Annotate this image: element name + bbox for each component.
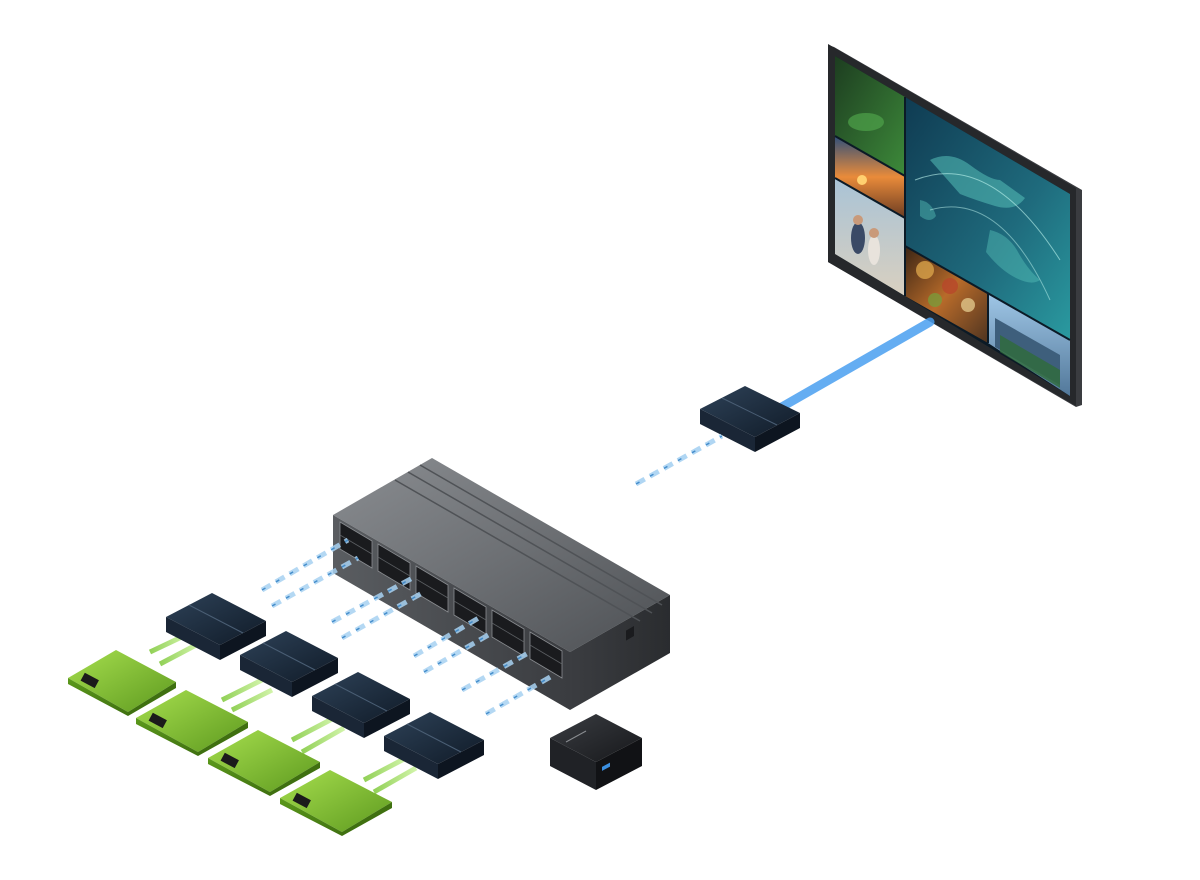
encoder-box-icon bbox=[166, 593, 266, 660]
source-device-icon bbox=[136, 690, 248, 756]
link-source-4 bbox=[362, 755, 408, 783]
link-source-2 bbox=[220, 677, 264, 703]
source-2 bbox=[136, 690, 248, 756]
link-encoder-3-b bbox=[422, 631, 492, 675]
network-switch bbox=[333, 458, 670, 710]
mini-pc-icon bbox=[550, 714, 642, 790]
source-device-icon bbox=[280, 770, 392, 836]
link-encoder-4-b bbox=[484, 673, 554, 717]
display-icon bbox=[828, 44, 1082, 407]
encoder-3 bbox=[312, 672, 410, 738]
hdmi-port-icon bbox=[80, 672, 99, 689]
decoder bbox=[700, 386, 800, 452]
video-wall-display bbox=[828, 44, 1082, 407]
switch-port-grid bbox=[339, 534, 563, 665]
source-device-icon bbox=[68, 650, 176, 716]
encoder-box-icon bbox=[312, 672, 410, 738]
encoder-1 bbox=[166, 593, 266, 660]
source-1 bbox=[68, 650, 176, 716]
network-switch-icon bbox=[333, 458, 670, 710]
link-source-3 bbox=[290, 715, 336, 743]
source-device-icon bbox=[208, 730, 320, 796]
link-decoder-to-display bbox=[775, 317, 935, 413]
encoder-box-icon bbox=[384, 712, 484, 779]
source-4 bbox=[280, 770, 392, 836]
controller bbox=[550, 714, 642, 790]
links-sources-to-encoders bbox=[148, 631, 418, 795]
encoder-4 bbox=[384, 712, 484, 779]
hdmi-port-icon bbox=[292, 792, 311, 809]
encoder-2 bbox=[240, 631, 338, 697]
hdmi-port-icon bbox=[148, 712, 167, 729]
links-encoders-to-switch bbox=[260, 537, 554, 717]
encoder-box-icon bbox=[240, 631, 338, 697]
link-switch-to-decoder bbox=[634, 433, 724, 487]
source-3 bbox=[208, 730, 320, 796]
decoder-box-icon bbox=[700, 386, 800, 452]
hdmi-port-icon bbox=[220, 752, 239, 769]
switch-ports bbox=[339, 521, 563, 679]
usb-port-icon bbox=[602, 762, 610, 771]
